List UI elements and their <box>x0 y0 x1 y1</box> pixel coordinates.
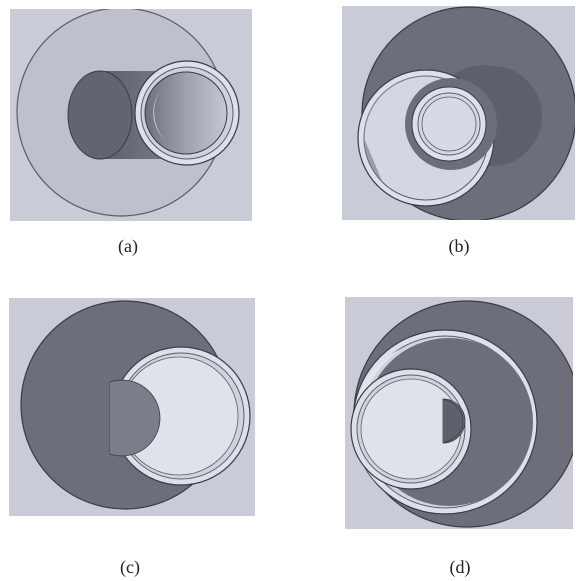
figure-panel-b <box>342 6 575 220</box>
panel-a-drawing <box>16 9 240 217</box>
tube-back-end <box>67 70 133 160</box>
caption-b: (b) <box>448 236 470 256</box>
cone-round <box>109 379 161 457</box>
caption-d: (d) <box>449 557 471 577</box>
figure-panel-c <box>9 298 255 516</box>
caption-a: (a) <box>118 236 138 256</box>
tube-opening <box>144 71 228 155</box>
panel-d-drawing <box>350 300 573 528</box>
figure-panel-d <box>345 297 573 529</box>
inner-cylinder-end <box>442 398 464 444</box>
panel-c-drawing <box>20 300 251 510</box>
panel-b-drawing <box>357 6 575 220</box>
small-opening <box>421 96 477 152</box>
caption-c: (c) <box>120 557 140 577</box>
figure-panel-a <box>10 9 252 221</box>
